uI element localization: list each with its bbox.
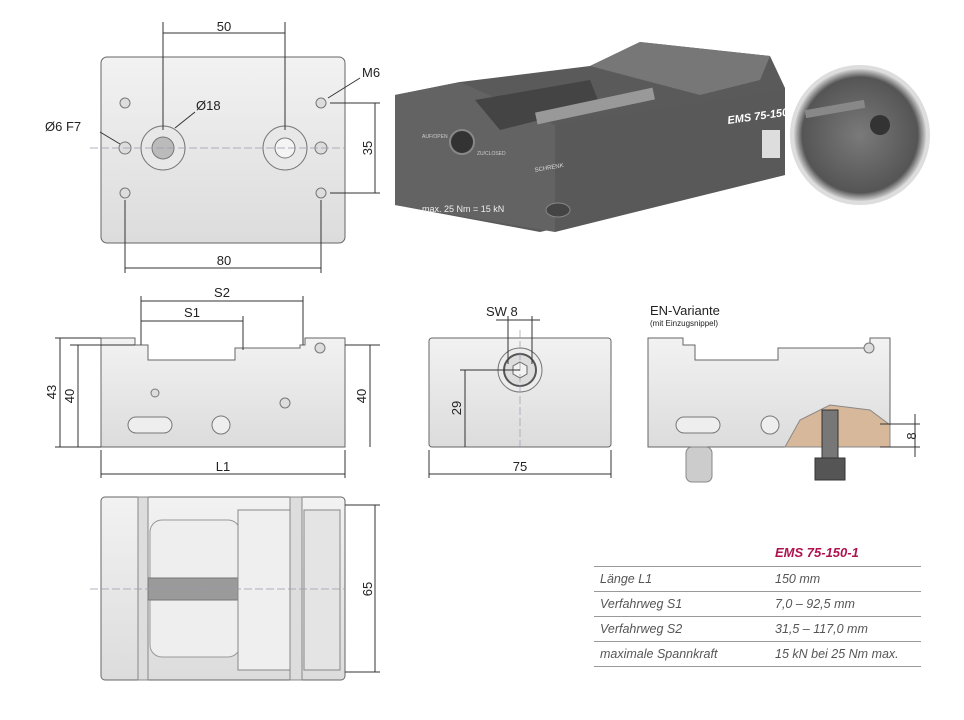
spec-value: 150 mm (775, 572, 821, 586)
dim-d18: Ø18 (196, 98, 221, 113)
bottom-view (90, 496, 380, 681)
spec-label: Verfahrweg S2 (600, 622, 683, 636)
spec-table: EMS 75-150-1 Länge L1 150 mm Verfahrweg S… (594, 545, 921, 667)
table-row: Länge L1 150 mm (594, 566, 921, 591)
dim-8: 8 (904, 432, 919, 439)
dim-s1: S1 (184, 305, 200, 320)
en-variant-title: EN-Variante (650, 303, 720, 318)
side-view (55, 296, 380, 478)
dim-s2: S2 (214, 285, 230, 300)
dim-35: 35 (360, 141, 375, 155)
closed-label: ZU/CLOSED (477, 151, 506, 157)
dim-40-right: 40 (354, 389, 369, 403)
spec-value: 31,5 – 117,0 mm (775, 622, 868, 636)
dim-65: 65 (360, 582, 375, 596)
end-view (428, 316, 612, 478)
dim-29: 29 (449, 401, 464, 415)
spec-label: Verfahrweg S1 (600, 597, 683, 611)
dim-l1: L1 (216, 459, 230, 474)
brand-logo: SCHRENK (534, 163, 564, 174)
open-label: AUF/OPEN (422, 134, 448, 140)
torque-label: max. 25 Nm = 15 kN (422, 204, 504, 214)
dim-50: 50 (217, 19, 231, 34)
dim-d6-f7: Ø6 F7 (45, 119, 81, 134)
spec-value: 7,0 – 92,5 mm (775, 597, 855, 611)
dim-75: 75 (513, 459, 527, 474)
detail-magnifier (790, 65, 930, 205)
spec-value: 15 kN bei 25 Nm max. (775, 647, 899, 661)
en-variant-view (647, 337, 920, 483)
dim-sw8: SW 8 (486, 304, 518, 319)
spec-label: maximale Spannkraft (600, 647, 718, 661)
spec-table-title: EMS 75-150-1 (775, 545, 859, 560)
en-variant-subtitle: (mit Einzugsnippel) (650, 319, 718, 328)
table-row: maximale Spannkraft 15 kN bei 25 Nm max. (594, 641, 921, 667)
dim-m6: M6 (362, 65, 380, 80)
table-row: Verfahrweg S2 31,5 – 117,0 mm (594, 616, 921, 641)
dim-80: 80 (217, 253, 231, 268)
dim-43: 43 (44, 385, 59, 399)
product-render: EMS 75-150 SCHRENK AUF/OPEN ZU/CLOSED ma… (395, 42, 790, 232)
dim-40-left: 40 (62, 389, 77, 403)
top-view (90, 22, 380, 273)
spec-label: Länge L1 (600, 572, 653, 586)
table-row: Verfahrweg S1 7,0 – 92,5 mm (594, 591, 921, 616)
